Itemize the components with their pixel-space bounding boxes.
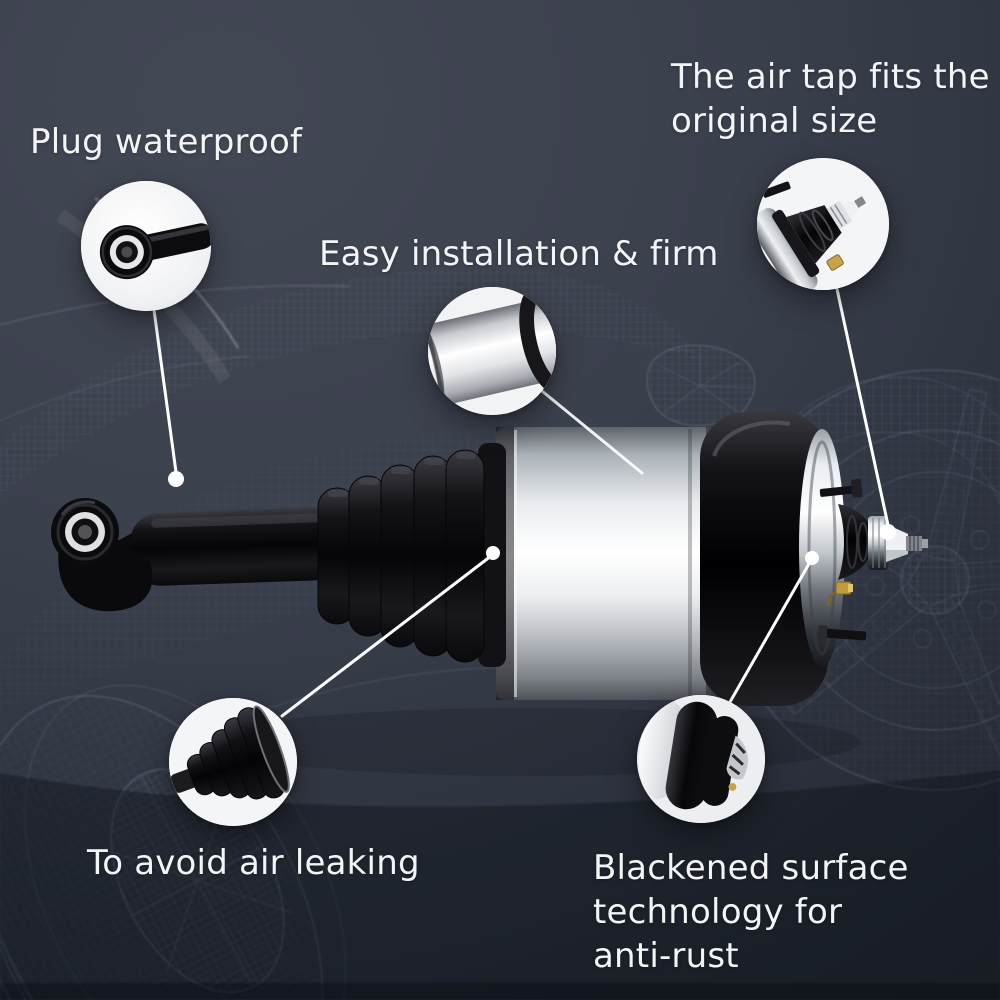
label-line: technology for (593, 892, 843, 932)
callout-label-avoid-air-leaking: To avoid air leaking (87, 841, 420, 885)
dust-boot-bellows (317, 443, 506, 667)
callout-line-plug (152, 308, 178, 474)
air-valve-brass (827, 581, 853, 607)
car-headlight-mesh (646, 344, 756, 427)
plug-connector-photo (81, 181, 211, 311)
label-line: Easy installation & firm (319, 234, 719, 274)
callout-dot-plug (168, 471, 184, 487)
air-tap-detail-inset (757, 158, 889, 290)
callout-label-air-tap: The air tap fits the original size (671, 55, 990, 143)
label-line: The air tap fits the (671, 57, 990, 97)
cylinder-detail-inset (428, 287, 556, 415)
callout-dot-boot (486, 546, 500, 560)
rubber-isolator-ring (700, 412, 828, 706)
plug-detail-inset (81, 181, 211, 311)
label-line: Plug waterproof (30, 122, 303, 162)
hub-cone (838, 504, 874, 580)
callout-label-plug-waterproof: Plug waterproof (30, 120, 302, 164)
air-spring-cylinder-photo (428, 287, 556, 415)
blackened-ring-photo (637, 695, 765, 823)
callout-line-cylinder (540, 389, 644, 475)
callout-dot-ring (805, 551, 819, 565)
mounting-stud-top (819, 478, 863, 498)
callout-label-blackened-surface: Blackened surface technology for anti-ru… (593, 846, 909, 978)
callout-line-ring (728, 560, 812, 704)
callout-dot-airtap (880, 524, 896, 540)
callout-label-easy-installation: Easy installation & firm (319, 232, 719, 276)
label-line: Blackened surface (593, 848, 909, 888)
blackened-ring-detail-inset (637, 695, 765, 823)
label-line: anti-rust (593, 936, 739, 976)
ground-shadow (0, 770, 1000, 1000)
boot-detail-inset (169, 698, 297, 826)
callout-line-airtap (835, 287, 890, 527)
eye-bushing (51, 498, 153, 612)
callout-line-boot (280, 554, 493, 718)
label-line: original size (671, 101, 878, 141)
dust-boot-bellows-photo (169, 698, 297, 826)
label-line: To avoid air leaking (87, 843, 420, 883)
mounting-stud-bottom (817, 625, 867, 641)
air-tap-top-mount-photo (757, 158, 889, 290)
